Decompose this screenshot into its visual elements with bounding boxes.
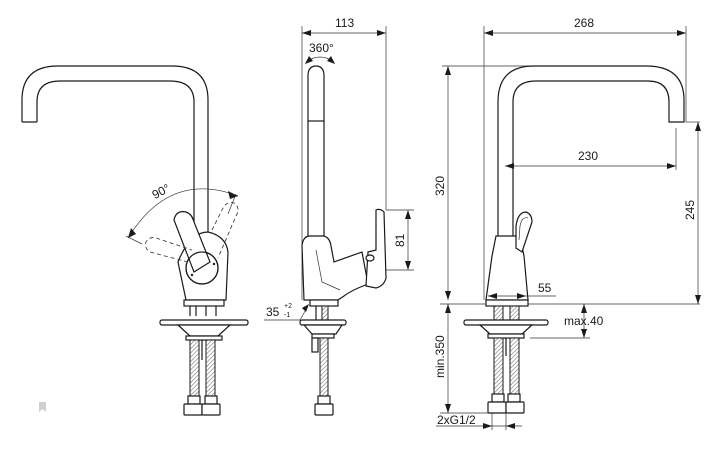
body-side <box>301 235 369 301</box>
mounting-plate-left <box>159 319 249 326</box>
lever-side <box>365 208 387 289</box>
label-min350: min.350 <box>433 335 447 378</box>
label-81: 81 <box>393 233 407 247</box>
label-35-tol-plus: +2 <box>284 303 292 310</box>
label-320: 320 <box>433 176 447 196</box>
hose-left-1 <box>189 339 200 397</box>
side-view: 113 360° 81 35 <box>264 16 414 416</box>
mounting-plate-right <box>463 319 549 326</box>
front-view-right: 268 320 230 245 55 <box>433 16 701 430</box>
label-268: 268 <box>574 16 594 30</box>
spout-right <box>497 65 685 238</box>
spout-left <box>21 65 209 232</box>
lever-ghost-left <box>145 237 193 263</box>
hose-right-1 <box>493 337 504 395</box>
lever-ghost-right <box>211 201 239 259</box>
label-35: 35 <box>266 305 280 319</box>
mounting-plate-side <box>299 319 347 326</box>
hose-side <box>319 337 329 397</box>
label-90deg: 90° <box>150 181 173 202</box>
label-55: 55 <box>538 281 552 295</box>
label-113: 113 <box>335 16 354 30</box>
label-230: 230 <box>578 149 598 163</box>
lever-left <box>173 211 211 273</box>
label-245: 245 <box>683 200 697 220</box>
hose-left-2 <box>205 339 216 397</box>
label-max40: max.40 <box>564 314 604 328</box>
label-360deg: 360° <box>309 41 334 55</box>
rotation-arc-90 <box>127 188 239 239</box>
lever-right <box>515 211 533 253</box>
label-35-tol-minus: -1 <box>284 312 290 319</box>
spout-side <box>307 65 325 236</box>
front-view-left: 90° <box>21 65 249 416</box>
bookmark-icon <box>39 402 46 412</box>
label-connection: 2xG1/2 <box>437 413 476 427</box>
hose-right-2 <box>509 337 520 395</box>
